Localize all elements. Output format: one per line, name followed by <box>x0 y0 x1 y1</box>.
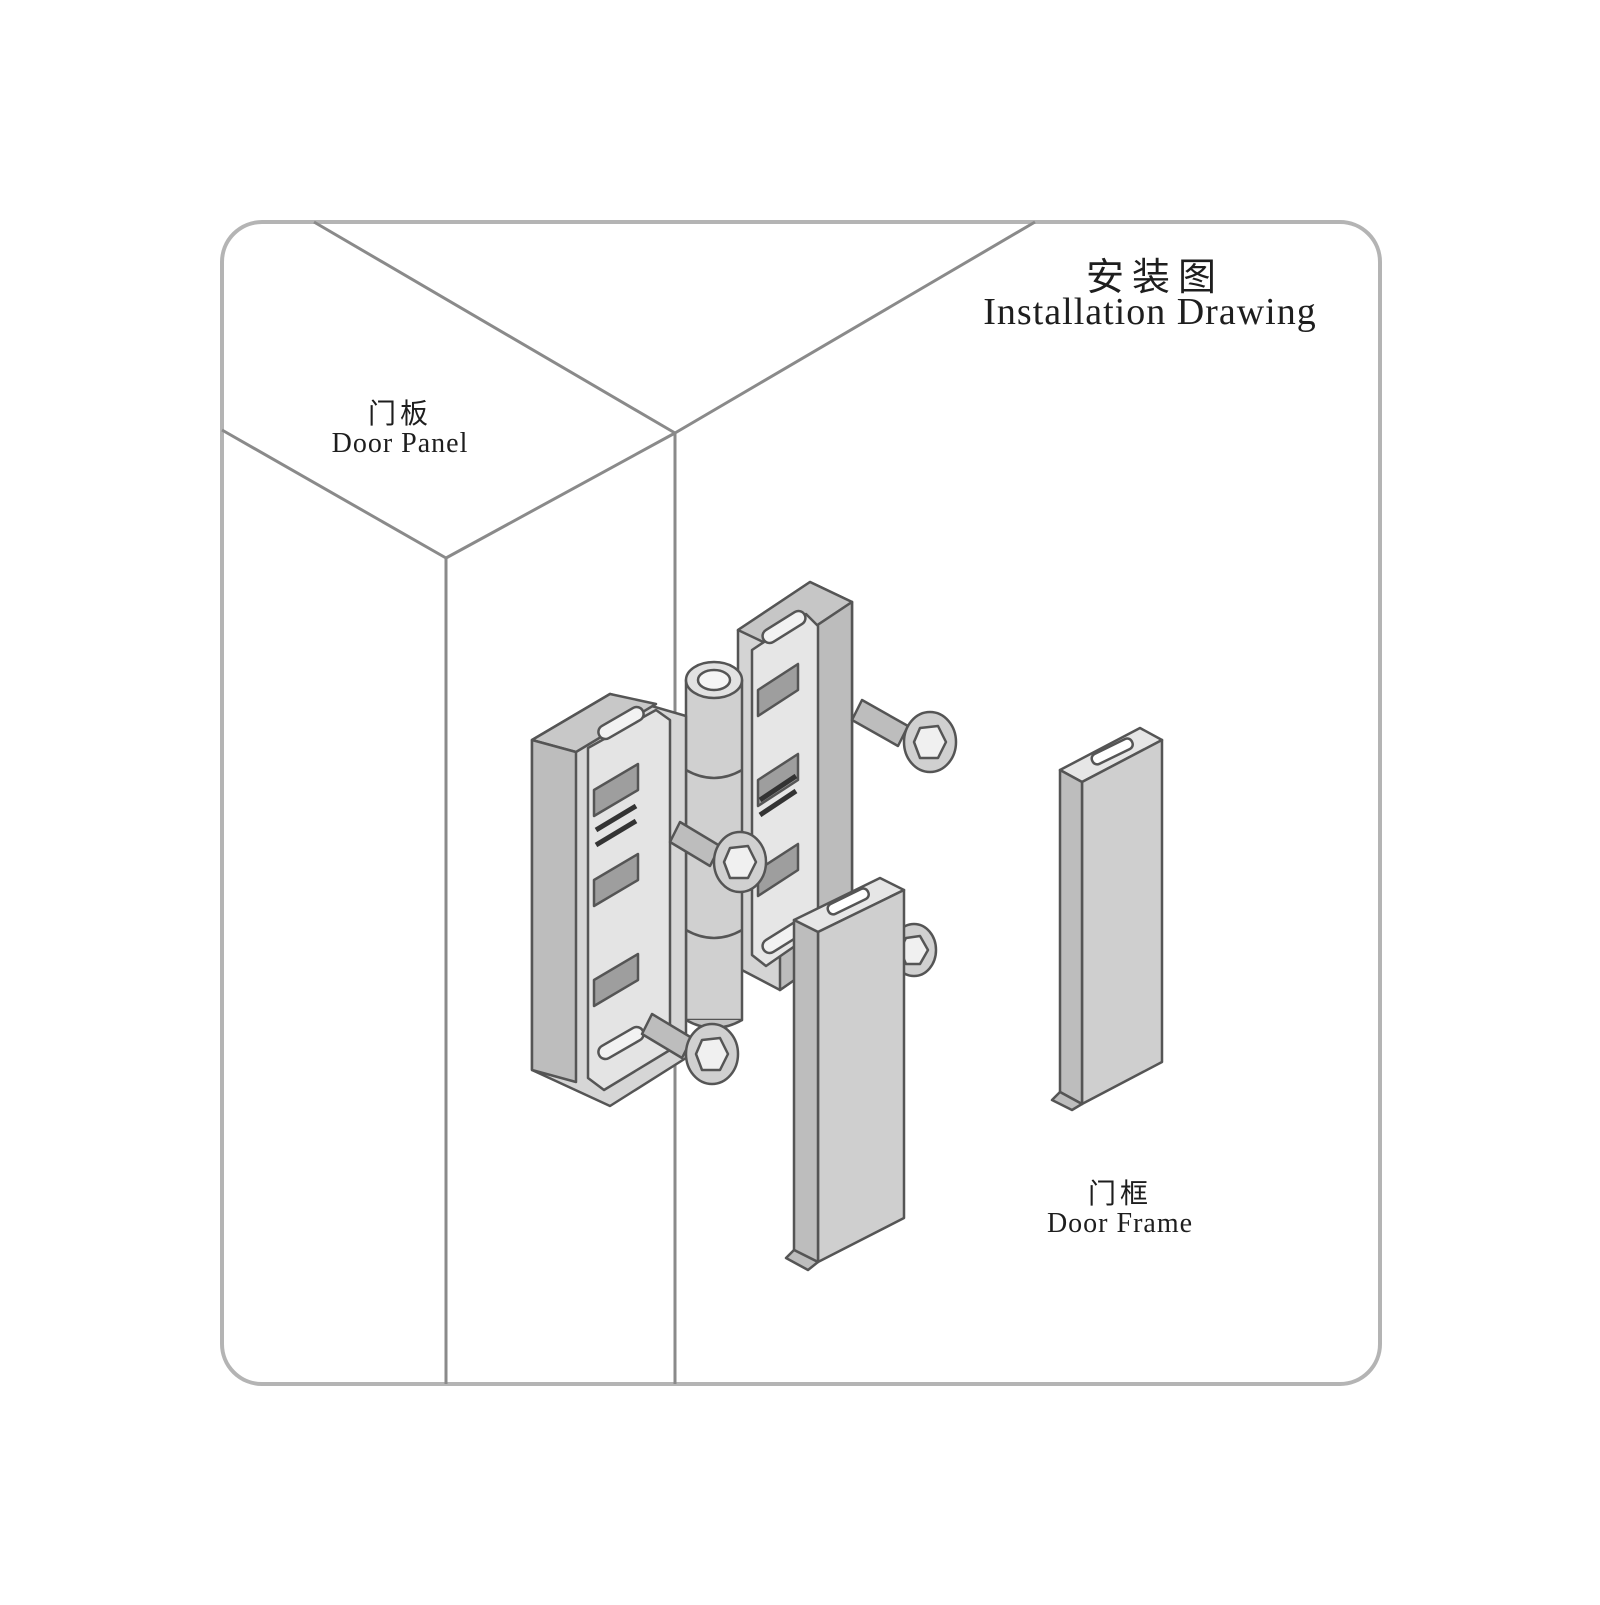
frame-bracket-far <box>1050 726 1164 1112</box>
door-panel-label-english: Door Panel <box>331 428 469 459</box>
screw-lower-left <box>640 1012 740 1086</box>
door-frame-label-english: Door Frame <box>1046 1208 1194 1239</box>
door-frame-label-chinese: 门框 <box>1087 1177 1152 1210</box>
title-english: Installation Drawing <box>983 291 1317 333</box>
title-chinese: 安装图 <box>1085 255 1224 299</box>
screw-upper-right <box>850 698 958 774</box>
hinge-assembly <box>530 580 1164 1272</box>
hinge-left-leaf <box>530 692 688 1108</box>
frame-bracket-near <box>784 876 906 1272</box>
screw-middle <box>668 820 768 894</box>
door-panel-label-chinese: 门板 <box>367 397 432 430</box>
